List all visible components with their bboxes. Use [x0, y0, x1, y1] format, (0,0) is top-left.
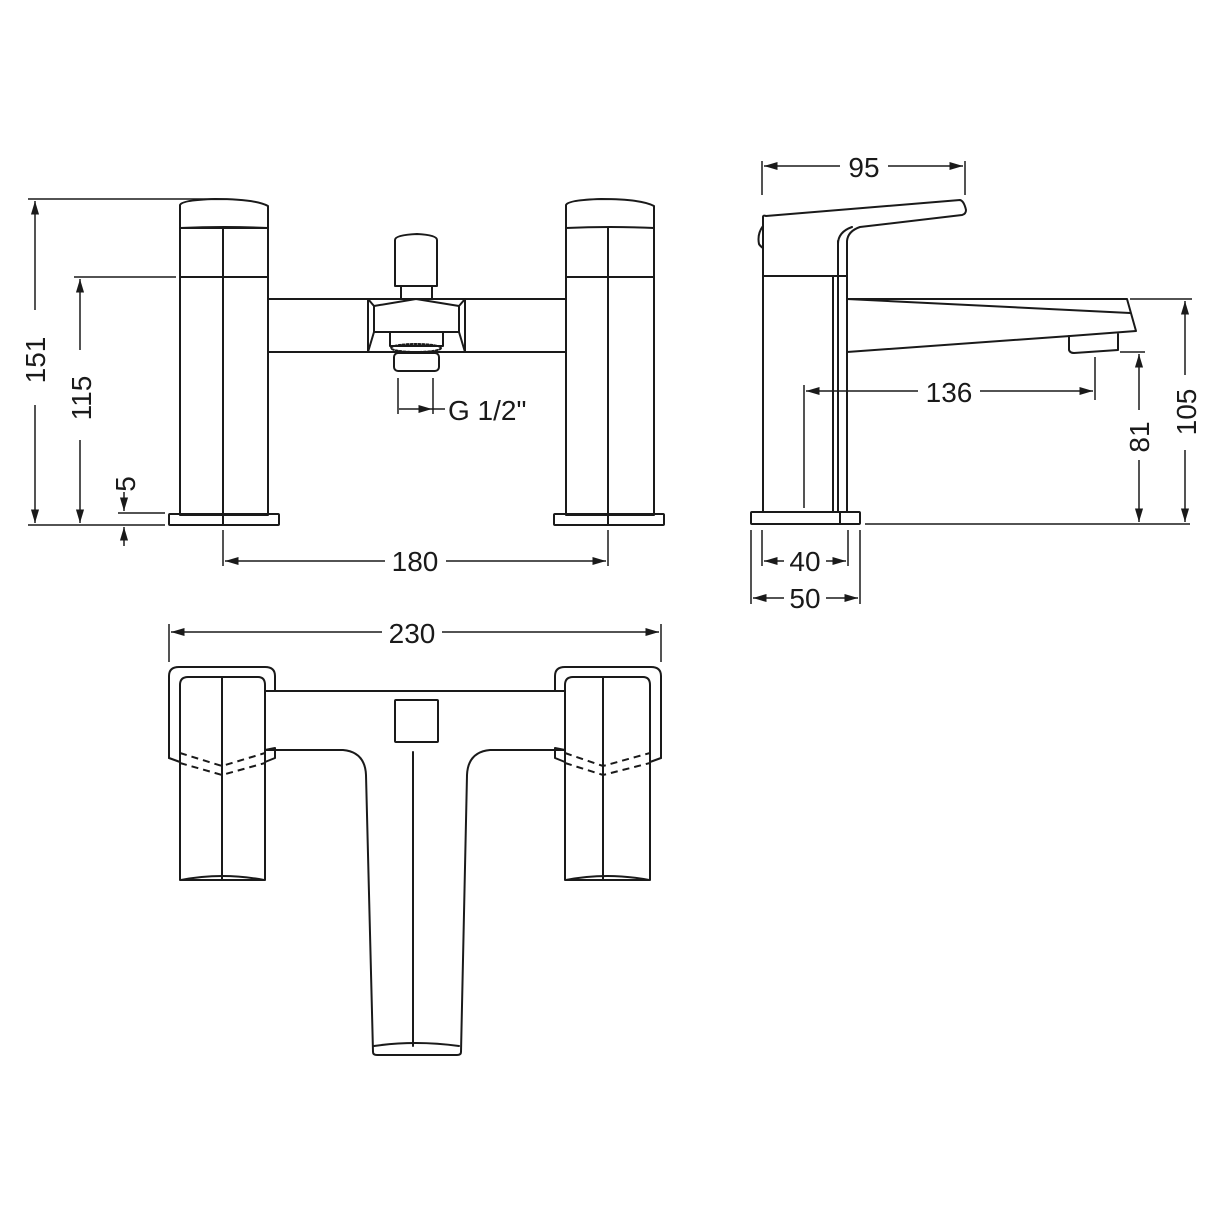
- dimension-spout-top-height: 105: [1130, 298, 1202, 522]
- side-elevation-view: 95 136 81 105 40: [750, 152, 1202, 614]
- label-5: 5: [110, 476, 141, 492]
- dimension-body-height: 115: [66, 276, 176, 523]
- diverter-knob: [367, 233, 466, 372]
- label-105: 105: [1171, 389, 1202, 436]
- dimension-g-half-inch: G 1/2": [397, 378, 526, 426]
- right-handle-plan: [554, 666, 662, 881]
- left-handle-plan: [168, 666, 276, 881]
- dimension-centres: 180: [222, 530, 609, 577]
- dimension-body-depth: 40: [761, 530, 849, 577]
- label-81: 81: [1124, 421, 1155, 452]
- dimension-spout-outlet-height: 81: [1120, 351, 1155, 522]
- label-115: 115: [66, 376, 97, 421]
- label-136: 136: [926, 377, 973, 408]
- label-40: 40: [789, 546, 820, 577]
- label-180: 180: [392, 546, 439, 577]
- dimension-overall-width: 230: [168, 618, 662, 662]
- label-151: 151: [20, 337, 51, 384]
- dimension-overall-height: 151: [20, 198, 215, 526]
- dimension-base-plate: 5: [110, 476, 165, 546]
- label-230: 230: [389, 618, 436, 649]
- right-pillar: [553, 198, 665, 526]
- dimension-handle-length: 95: [761, 152, 966, 195]
- label-50: 50: [789, 583, 820, 614]
- front-elevation-view: G 1/2" 151 115 5 1: [20, 198, 665, 577]
- label-g-half-inch: G 1/2": [448, 395, 526, 426]
- spout-plan: [264, 690, 566, 1056]
- left-pillar: [168, 198, 280, 526]
- plan-view: 230: [168, 618, 662, 1056]
- dimension-base-depth: 50: [750, 530, 861, 614]
- dimension-spout-projection: 136: [803, 357, 1096, 508]
- label-95: 95: [848, 152, 879, 183]
- diverter-plan: [394, 699, 439, 743]
